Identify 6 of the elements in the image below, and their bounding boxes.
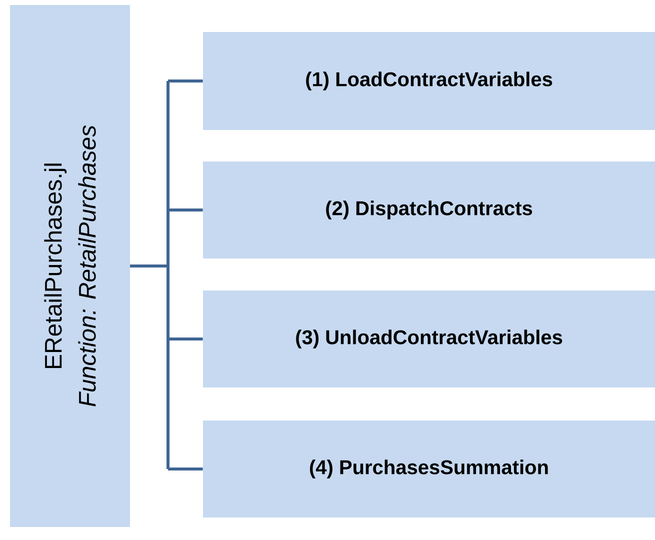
step-box: (1) LoadContractVariables: [203, 32, 655, 130]
module-box: ERetailPurchases.jl Function: RetailPurchases: [10, 5, 130, 527]
step-box: (4) PurchasesSummation: [203, 420, 655, 518]
step-box: (3) UnloadContractVariables: [203, 290, 655, 388]
step-box: (2) DispatchContracts: [203, 162, 655, 258]
bracket-connector: [130, 80, 203, 470]
